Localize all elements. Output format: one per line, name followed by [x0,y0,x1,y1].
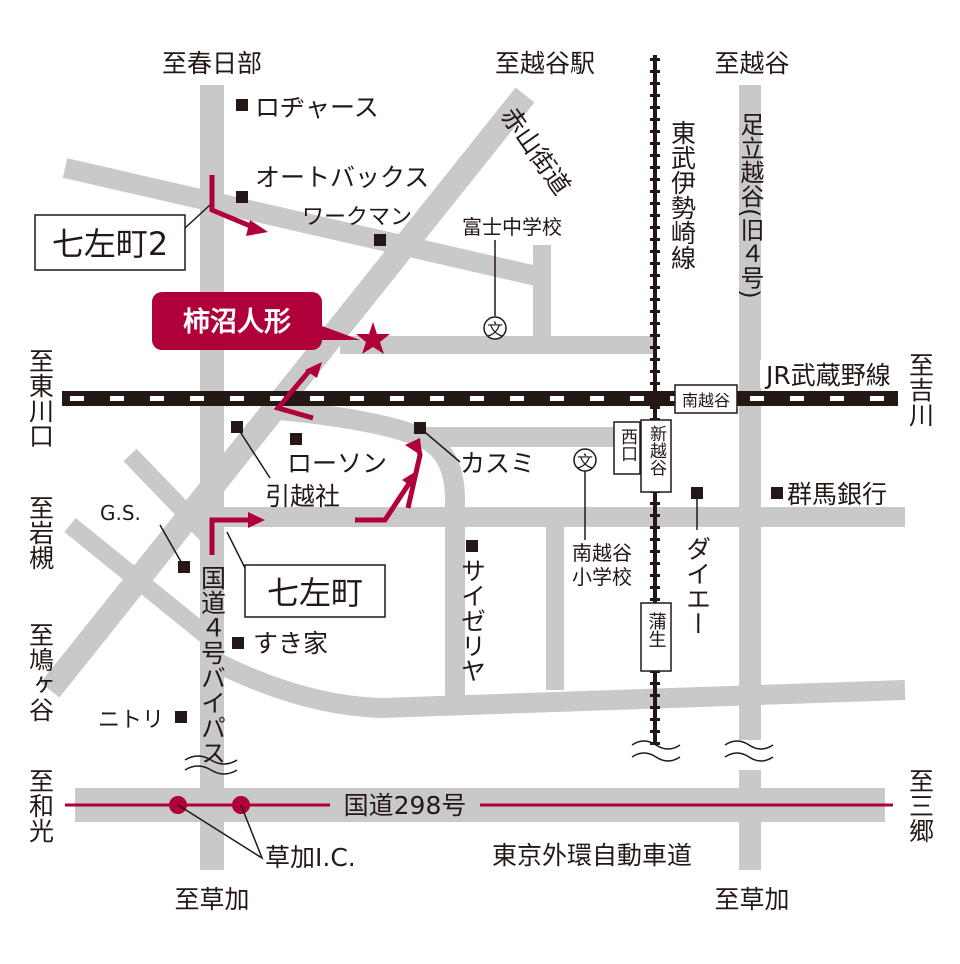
label-sukiya: すき家 [253,629,328,658]
label-tobu-line: 東武伊勢崎線 [668,120,697,270]
svg-text:文: 文 [487,320,503,339]
arrow-heads [246,220,422,528]
label-nitori: ニトリ [98,708,164,733]
label-minami-es-1: 南越谷 [572,541,632,565]
label-gaikan: 東京外環自動車道 [492,841,692,870]
label-minami-es: 小学校 [572,565,632,589]
route-arrows [209,175,423,555]
dir-koshigaya-eki: 至越谷駅 [495,49,595,78]
svg-text:文: 文 [577,452,593,471]
destination-name: 柿沼人形 [183,306,291,338]
label-akayama: 赤山街道 [495,102,576,201]
label-lawson: ローソン [287,449,387,478]
label-jr-line: JR武蔵野線 [764,361,891,390]
star-icon [356,322,390,354]
label-gs: G.S. [100,501,141,525]
label-fuji-jhs: 富士中学校 [462,215,562,239]
dir-higashikawaguchi: 至東川口 [26,348,55,448]
label-ic: 草加I.C. [265,843,356,872]
dir-hatogaya: 至鳩ヶ谷 [26,622,55,722]
label-royal: ロヂャース [255,93,379,122]
dir-wako: 至和光 [26,768,55,843]
station-shin-koshigaya: 新越谷 [646,425,667,476]
label-adachi-koshigaya: 足立越谷(旧４号) [736,112,764,299]
label-gunma-bank: 群馬銀行 [787,480,887,509]
dir-kasukabe: 至春日部 [162,49,262,78]
station-minami-koshigaya: 南越谷 [682,391,730,410]
label-daiei: ダイエー [683,536,712,636]
school-icon: 文 [483,316,507,340]
label-workman: ワークマン [302,205,412,230]
school-icon: 文 [573,448,597,472]
landmark-markers [175,99,783,723]
destination-callout: 柿沼人形 [152,292,390,354]
station-nishiguchi: 西口 [617,428,637,462]
label-route4-bypass: 国道４号バイパス [198,565,227,765]
roads [40,85,906,870]
station-gamo: 蒲生 [646,612,667,648]
dir-soka-left: 至草加 [174,885,249,914]
label-autobacs: オートバックス [255,163,429,192]
dir-soka-right: 至草加 [714,885,789,914]
dir-yoshikawa: 至吉川 [906,352,935,427]
dir-iwatsuki: 至岩槻 [26,495,55,570]
area-shichizacho: 七左町 [267,574,363,612]
label-kasumi: カスミ [460,449,535,478]
area-shichizacho2: 七左町2 [52,225,168,263]
road-break-icons [184,740,774,775]
road-upper [62,158,548,288]
dir-misato: 至三郷 [906,768,935,843]
label-route298: 国道298号 [344,791,467,820]
dir-koshigaya: 至越谷 [714,49,789,78]
label-hikkoshi: 引越社 [265,482,340,511]
label-saizeriya: サイゼリヤ [458,558,487,683]
jr-musashino-line [62,391,898,406]
